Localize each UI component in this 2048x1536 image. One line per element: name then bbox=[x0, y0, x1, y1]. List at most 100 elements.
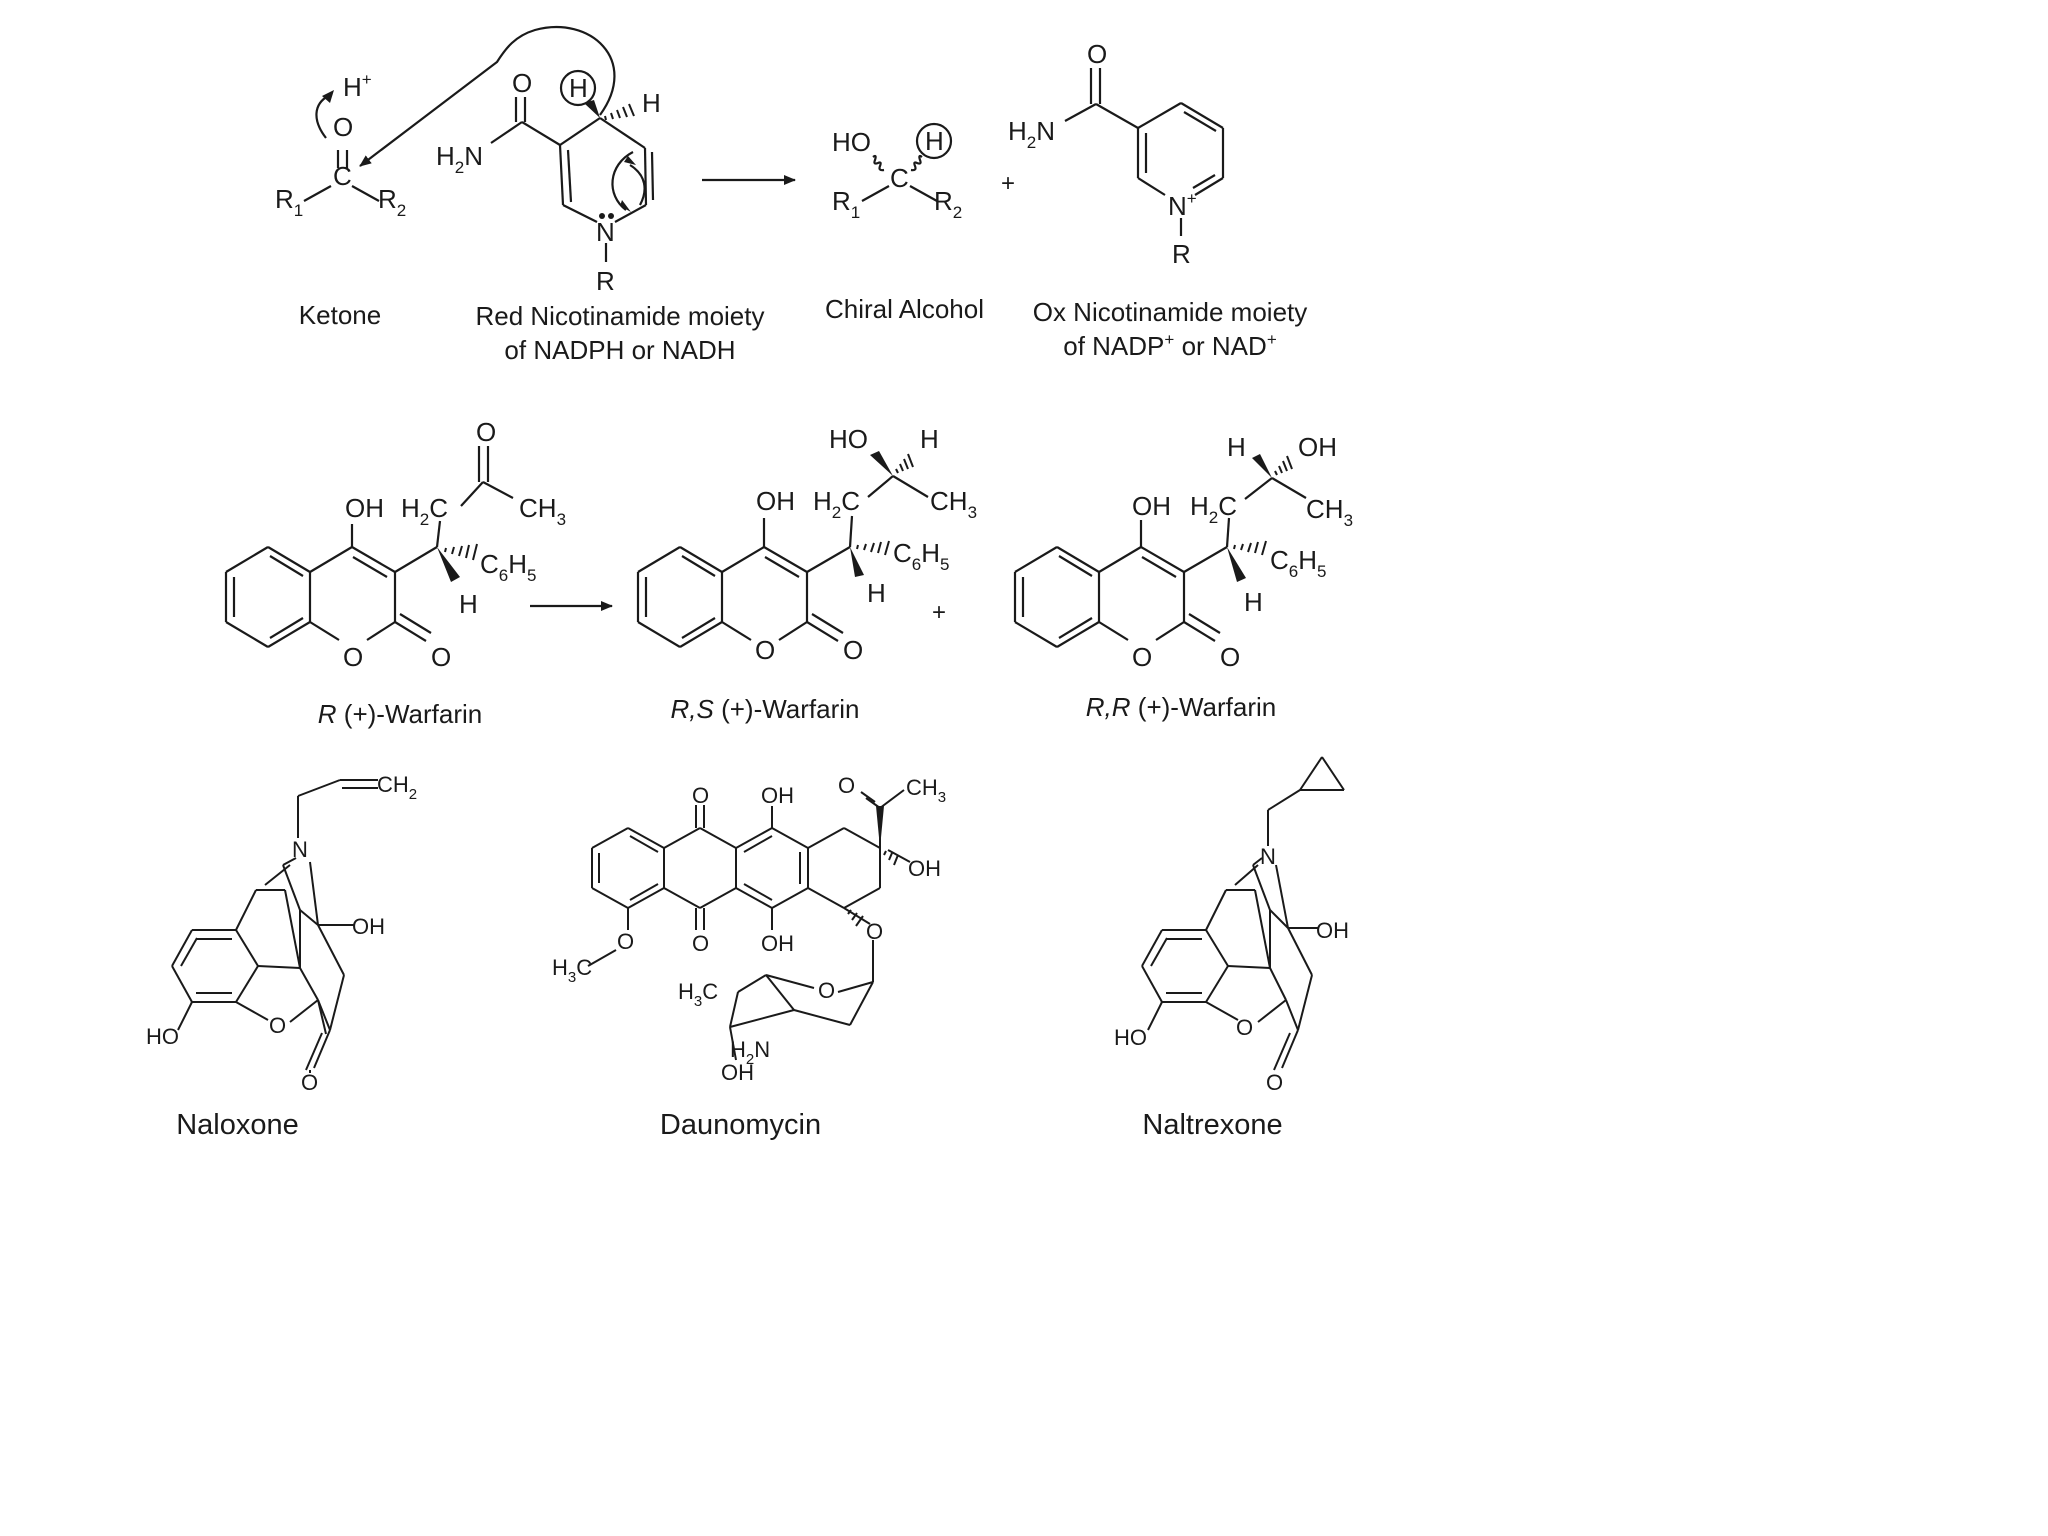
svg-text:OH: OH bbox=[756, 486, 795, 516]
svg-text:H2C: H2C bbox=[1190, 491, 1237, 527]
rs-warfarin-hashed-bonds bbox=[856, 453, 914, 556]
svg-text:C: C bbox=[890, 163, 909, 193]
svg-text:R1: R1 bbox=[832, 186, 860, 222]
r-warfarin-wedge-bond bbox=[437, 547, 460, 582]
svg-text:R2: R2 bbox=[934, 186, 962, 222]
svg-text:OH: OH bbox=[352, 914, 385, 939]
rs-warfarin-atoms: HO H OH H2C CH3 C6H5 H O O bbox=[755, 424, 977, 665]
svg-text:H2N: H2N bbox=[730, 1037, 770, 1068]
plus-sign-row2: + bbox=[932, 599, 946, 626]
svg-text:O: O bbox=[1236, 1015, 1253, 1040]
rr-warfarin-wedge-bond-h bbox=[1252, 454, 1272, 478]
svg-text:H2C: H2C bbox=[401, 493, 448, 529]
svg-text:H: H bbox=[569, 73, 588, 103]
svg-text:CH3: CH3 bbox=[1306, 494, 1353, 530]
ketone-proton-arrowhead bbox=[322, 90, 334, 103]
r-warfarin-hashed-bond bbox=[444, 543, 478, 561]
rs-warfarin-structure bbox=[636, 475, 929, 648]
daunomycin-structure bbox=[587, 789, 911, 1061]
svg-text:N: N bbox=[596, 217, 615, 247]
caption-naloxone: Naloxone bbox=[176, 1109, 299, 1141]
svg-text:CH3: CH3 bbox=[906, 775, 946, 806]
svg-text:O: O bbox=[843, 635, 863, 665]
svg-text:H3C: H3C bbox=[678, 979, 718, 1010]
daunomycin-hashed-bonds bbox=[847, 850, 899, 927]
rr-warfarin-wedge-bond-c6h5 bbox=[1227, 547, 1246, 582]
svg-text:O: O bbox=[512, 68, 532, 98]
rs-warfarin-wedge-bond-c6h5 bbox=[850, 547, 864, 577]
svg-text:OH: OH bbox=[761, 783, 794, 808]
svg-text:H2N: H2N bbox=[436, 141, 483, 177]
red-nicotinamide-hashed-bond bbox=[604, 103, 635, 121]
daunomycin-atoms: O OH O CH3 OH O OH O H3C O H3C O H2N OH bbox=[552, 773, 946, 1085]
chemistry-scheme: H+ O C R1 R2 O H2N bbox=[146, 26, 1353, 1095]
svg-text:H: H bbox=[459, 589, 478, 619]
caption-red-nicotinamide-line2: of NADPH or NADH bbox=[504, 335, 736, 365]
svg-text:O: O bbox=[343, 642, 363, 672]
svg-text:H3C: H3C bbox=[552, 955, 592, 986]
svg-text:O: O bbox=[818, 978, 835, 1003]
svg-text:H+: H+ bbox=[343, 70, 372, 102]
svg-text:O: O bbox=[1087, 39, 1107, 69]
svg-text:H: H bbox=[920, 424, 939, 454]
plus-sign-row1: + bbox=[1001, 170, 1015, 197]
svg-text:HO: HO bbox=[1114, 1025, 1147, 1050]
svg-text:O: O bbox=[617, 929, 634, 954]
svg-text:CH3: CH3 bbox=[930, 486, 977, 522]
caption-daunomycin: Daunomycin bbox=[659, 1109, 822, 1141]
svg-text:O: O bbox=[1220, 642, 1240, 672]
svg-text:N: N bbox=[292, 837, 308, 862]
chiral-alcohol-atoms: HO H C R1 R2 bbox=[832, 126, 962, 222]
svg-text:OH: OH bbox=[761, 931, 794, 956]
rs-warfarin-wedge-bond-ho bbox=[870, 451, 893, 476]
svg-text:H: H bbox=[867, 578, 886, 608]
svg-text:O: O bbox=[755, 635, 775, 665]
naloxone-structure bbox=[171, 779, 378, 1073]
svg-text:C6H5: C6H5 bbox=[1270, 545, 1327, 581]
svg-text:O: O bbox=[1266, 1070, 1283, 1095]
svg-text:O: O bbox=[866, 919, 883, 944]
caption-ox-nicotinamide-line1: Ox Nicotinamide moiety bbox=[1032, 297, 1308, 327]
svg-text:R: R bbox=[596, 266, 615, 296]
svg-text:CH2: CH2 bbox=[377, 772, 417, 803]
r-warfarin-atoms: O OH H2C CH3 C6H5 H O O bbox=[343, 417, 566, 672]
daunomycin-wedge-bond bbox=[876, 806, 884, 848]
svg-text:C: C bbox=[333, 161, 352, 191]
ox-nicotinamide-atoms: O H2N N+ R bbox=[1008, 39, 1197, 269]
red-nicotinamide-wedge-bond bbox=[584, 100, 600, 118]
ox-nicotinamide-structure bbox=[1064, 68, 1225, 236]
chiral-alcohol-structure bbox=[861, 122, 953, 202]
svg-text:O: O bbox=[333, 112, 353, 142]
svg-text:H: H bbox=[1244, 587, 1263, 617]
hydride-transfer-arrow bbox=[359, 26, 616, 167]
svg-text:OH: OH bbox=[908, 856, 941, 881]
svg-text:OH: OH bbox=[1132, 491, 1171, 521]
caption-ox-nicotinamide-line2: of NADP+ or NAD+ bbox=[1063, 330, 1277, 361]
svg-text:O: O bbox=[838, 773, 855, 798]
svg-text:R: R bbox=[1172, 239, 1191, 269]
red-nicotinamide-curly-arrowhead-2 bbox=[624, 156, 636, 165]
svg-text:C6H5: C6H5 bbox=[893, 538, 950, 574]
caption-red-nicotinamide-line1: Red Nicotinamide moiety bbox=[475, 301, 765, 331]
red-nicotinamide-lone-pair bbox=[599, 213, 614, 219]
caption-ketone: Ketone bbox=[298, 300, 382, 330]
caption-naltrexone: Naltrexone bbox=[1142, 1109, 1283, 1141]
red-nicotinamide-atoms: O H2N H H N R bbox=[436, 68, 661, 296]
svg-text:HO: HO bbox=[832, 127, 871, 157]
svg-text:OH: OH bbox=[345, 493, 384, 523]
caption-chiral-alcohol: Chiral Alcohol bbox=[825, 294, 984, 324]
svg-text:OH: OH bbox=[1316, 918, 1349, 943]
rr-warfarin-structure bbox=[1013, 477, 1307, 648]
svg-text:CH3: CH3 bbox=[519, 493, 566, 529]
svg-text:H: H bbox=[925, 126, 944, 156]
naloxone-atoms: CH2 N OH HO O O bbox=[146, 772, 417, 1095]
caption-red-nicotinamide: Red Nicotinamide moiety of NADPH or NADH bbox=[455, 299, 785, 367]
svg-text:R1: R1 bbox=[275, 184, 303, 220]
naltrexone-structure bbox=[1141, 756, 1345, 1071]
svg-text:H: H bbox=[642, 88, 661, 118]
rr-warfarin-atoms: H OH OH H2C CH3 C6H5 H O O bbox=[1132, 432, 1353, 672]
svg-text:HO: HO bbox=[829, 424, 868, 454]
svg-text:O: O bbox=[692, 783, 709, 808]
svg-text:O: O bbox=[431, 642, 451, 672]
svg-text:OH: OH bbox=[1298, 432, 1337, 462]
